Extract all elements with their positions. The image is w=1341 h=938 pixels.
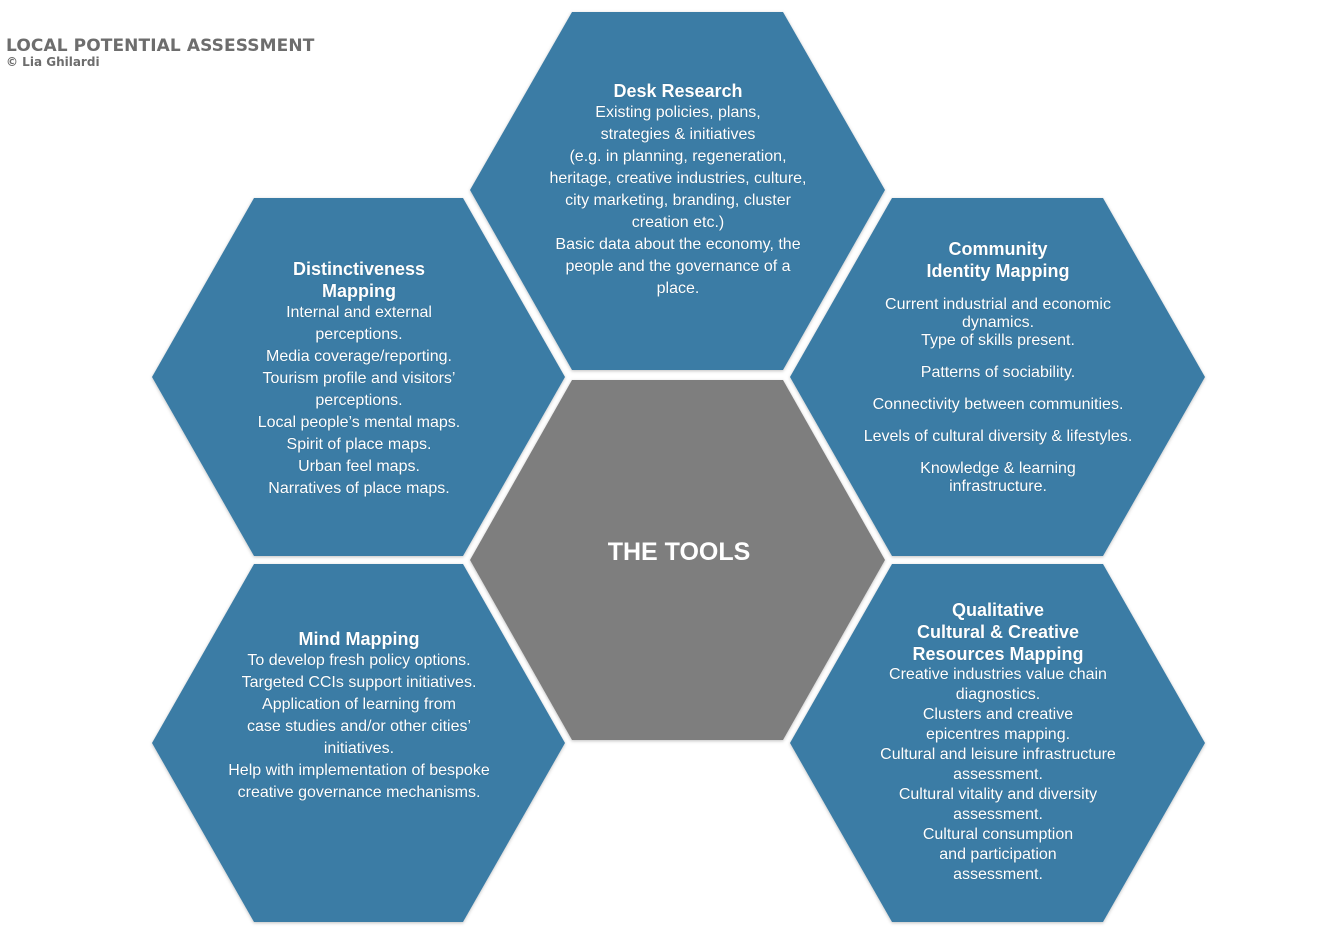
desk-research-line: strategies & initiatives <box>600 126 756 143</box>
distinctiveness-title: Distinctiveness <box>292 259 426 279</box>
community-title: Community <box>948 239 1048 259</box>
qualitative-title: Cultural & Creative <box>916 622 1080 642</box>
community-text: Community Identity Mapping Current indus… <box>826 238 1170 496</box>
desk-research-line: Basic data about the economy, the <box>555 236 801 253</box>
qualitative-title: Qualitative <box>951 600 1045 620</box>
distinctiveness-line: Tourism profile and visitors’ <box>262 370 456 387</box>
mind-mapping-line: Targeted CCIs support initiatives. <box>241 674 477 691</box>
mind-mapping-line: creative governance mechanisms. <box>237 784 481 801</box>
distinctiveness-text: Distinctiveness Mapping Internal and ext… <box>190 258 528 500</box>
qualitative-text: Qualitative Cultural & Creative Resource… <box>836 599 1160 885</box>
desk-research-line: Existing policies, plans, <box>595 104 761 121</box>
qualitative-line: Cultural and leisure infrastructure <box>880 746 1116 763</box>
distinctiveness-line: perceptions. <box>315 392 403 409</box>
community-title: Identity Mapping <box>926 261 1070 281</box>
desk-research-line: (e.g. in planning, regeneration, <box>569 148 787 165</box>
diagram-title: LOCAL POTENTIAL ASSESSMENT <box>6 36 315 56</box>
mind-mapping-title: Mind Mapping <box>298 629 420 649</box>
distinctiveness-line: Media coverage/reporting. <box>266 348 452 365</box>
qualitative-line: assessment. <box>953 866 1043 883</box>
mind-mapping-line: To develop fresh policy options. <box>247 652 471 669</box>
distinctiveness-line: Local people’s mental maps. <box>257 414 461 431</box>
distinctiveness-title: Mapping <box>322 281 396 301</box>
qualitative-line: assessment. <box>953 766 1043 783</box>
distinctiveness-line: Urban feel maps. <box>298 458 420 475</box>
distinctiveness-line: Spirit of place maps. <box>286 436 432 453</box>
community-line: Connectivity between communities. <box>872 396 1124 413</box>
center-label: THE TOOLS <box>607 538 751 566</box>
mind-mapping-text: Mind Mapping To develop fresh policy opt… <box>184 628 534 804</box>
qualitative-line: epicentres mapping. <box>925 726 1071 743</box>
community-line: Current industrial and economic <box>885 296 1111 313</box>
qualitative-line: Clusters and creative <box>922 706 1074 723</box>
qualitative-line: diagnostics. <box>955 686 1041 703</box>
qualitative-title: Resources Mapping <box>912 644 1084 664</box>
desk-research-line: creation etc.) <box>631 214 725 231</box>
hex-desk-research <box>470 12 885 370</box>
community-line: Type of skills present. <box>921 332 1075 349</box>
qualitative-line: Creative industries value chain <box>889 666 1107 683</box>
hex-community-identity-mapping <box>790 198 1205 556</box>
hex-the-tools <box>470 380 885 740</box>
qualitative-line: Cultural consumption <box>922 826 1074 843</box>
qualitative-line: and participation <box>939 846 1057 863</box>
desk-research-line: place. <box>656 280 700 297</box>
community-line: Levels of cultural diversity & lifestyle… <box>863 428 1133 445</box>
desk-research-title: Desk Research <box>613 81 743 101</box>
distinctiveness-line: Internal and external <box>286 304 432 321</box>
header: LOCAL POTENTIAL ASSESSMENT © Lia Ghilard… <box>6 36 315 69</box>
desk-research-text: Desk Research Existing policies, plans, … <box>500 80 856 300</box>
community-line: dynamics. <box>961 314 1035 331</box>
qualitative-line: assessment. <box>953 806 1043 823</box>
hex-qualitative-resources-mapping <box>790 564 1205 922</box>
mind-mapping-line: case studies and/or other cities’ <box>246 718 472 735</box>
mind-mapping-line: Help with implementation of bespoke <box>228 762 490 779</box>
desk-research-line: people and the governance of a <box>565 258 791 275</box>
distinctiveness-line: Narratives of place maps. <box>268 480 450 497</box>
mind-mapping-line: Application of learning from <box>262 696 456 713</box>
mind-mapping-line: initiatives. <box>323 740 395 757</box>
community-line: Knowledge & learning <box>920 460 1076 477</box>
qualitative-line: Cultural vitality and diversity <box>898 786 1098 803</box>
hex-mind-mapping <box>152 564 565 922</box>
community-line: Patterns of sociability. <box>920 364 1076 381</box>
hex-distinctiveness-mapping <box>152 198 565 556</box>
community-line: infrastructure. <box>949 478 1047 495</box>
copyright-credit: © Lia Ghilardi <box>6 54 100 69</box>
distinctiveness-line: perceptions. <box>315 326 403 343</box>
desk-research-line: heritage, creative industries, culture, <box>549 170 807 187</box>
desk-research-line: city marketing, branding, cluster <box>565 192 791 209</box>
